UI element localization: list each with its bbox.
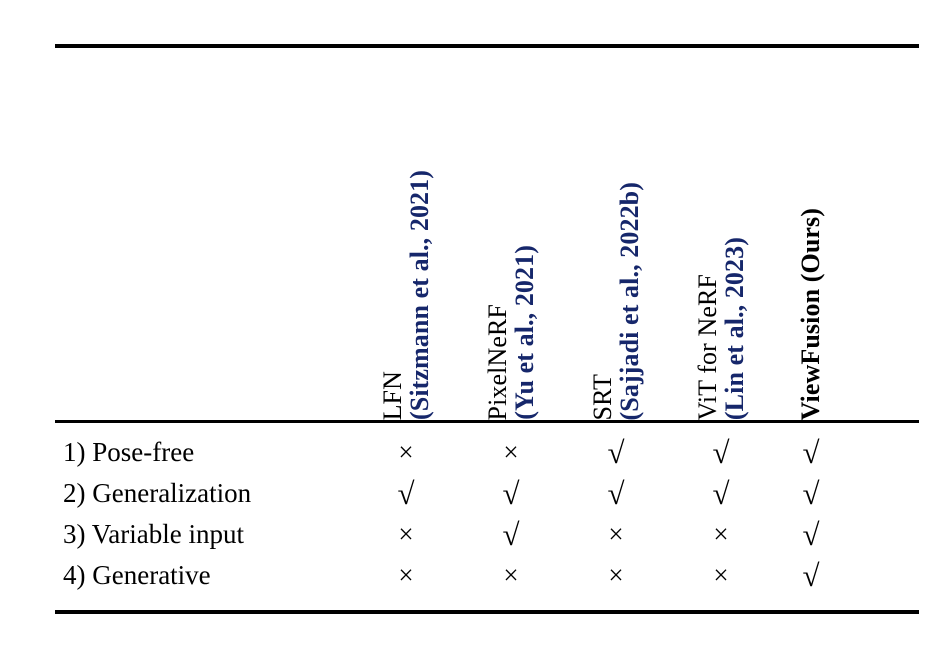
- cell-srt-2-check: √: [607, 476, 625, 511]
- cell-viewfusion-2-check: √: [802, 476, 820, 511]
- body-bottom-spacer: [55, 596, 919, 602]
- cell-srt-4-cross: ×: [608, 560, 624, 590]
- cell-pixelnerf-1-cross: ×: [503, 437, 519, 467]
- table-rule-bottom: [55, 610, 919, 614]
- cell-pixelnerf-2-check: √: [502, 476, 520, 511]
- table-rule-middle: [55, 420, 919, 423]
- cell-vit-nerf-4-cross: ×: [713, 560, 729, 590]
- cell-vit-nerf-1-check: √: [712, 435, 730, 470]
- column-header-name-pixelnerf: PixelNeRF: [482, 303, 512, 420]
- table-body: 1) Pose-free××√√√2) Generalization√√√√√3…: [55, 423, 919, 610]
- cell-viewfusion-3-check: √: [802, 517, 820, 552]
- row-label: 1) Pose-free: [63, 437, 195, 467]
- cell-viewfusion-1-check: √: [802, 435, 820, 470]
- cell-srt-3-cross: ×: [608, 519, 624, 549]
- cell-srt-1-check: √: [607, 435, 625, 470]
- row-label: 4) Generative: [63, 560, 211, 590]
- column-header-lfn: LFN(Sitzmann et al., 2021): [375, 48, 437, 420]
- table-rule-top: [55, 44, 919, 48]
- column-header-citation-srt: (Sajjadi et al., 2022b): [615, 181, 644, 420]
- table-header-row: LFN(Sitzmann et al., 2021) PixelNeRF(Yu e…: [55, 48, 919, 420]
- cell-lfn-4-cross: ×: [398, 560, 414, 590]
- cell-vit-nerf-3-cross: ×: [713, 519, 729, 549]
- cell-lfn-3-cross: ×: [398, 519, 414, 549]
- column-header-vit-nerf: ViT for NeRF(Lin et al., 2023): [690, 48, 752, 420]
- column-header-name-vit-nerf: ViT for NeRF: [692, 273, 722, 421]
- column-header-name-lfn: LFN: [377, 370, 407, 420]
- column-header-srt: SRT(Sajjadi et al., 2022b): [585, 48, 647, 420]
- cell-pixelnerf-3-check: √: [502, 517, 520, 552]
- cell-pixelnerf-4-cross: ×: [503, 560, 519, 590]
- cell-lfn-2-check: √: [397, 476, 415, 511]
- row-label: 3) Variable input: [63, 519, 244, 549]
- column-header-name-viewfusion: ViewFusion (Ours): [796, 207, 826, 420]
- table-row: 3) Variable input × √ × × √: [55, 514, 919, 555]
- table-row: 1) Pose-free × × √ √ √: [55, 432, 919, 473]
- column-header-viewfusion: ViewFusion (Ours): [780, 48, 842, 420]
- cell-viewfusion-4-check: √: [802, 558, 820, 593]
- cell-vit-nerf-2-check: √: [712, 476, 730, 511]
- column-header-citation-pixelnerf: (Yu et al., 2021): [510, 245, 539, 420]
- comparison-table: LFN(Sitzmann et al., 2021) PixelNeRF(Yu e…: [55, 44, 919, 614]
- table-row: 2) Generalization √ √ √ √ √: [55, 473, 919, 514]
- column-header-pixelnerf: PixelNeRF(Yu et al., 2021): [480, 48, 542, 420]
- column-header-name-srt: SRT: [587, 373, 617, 420]
- column-header-citation-lfn: (Sitzmann et al., 2021): [405, 170, 434, 420]
- cell-lfn-1-cross: ×: [398, 437, 414, 467]
- row-label: 2) Generalization: [63, 478, 252, 508]
- table-row: 4) Generative × × × × √: [55, 555, 919, 596]
- column-header-citation-vit-nerf: (Lin et al., 2023): [720, 236, 749, 420]
